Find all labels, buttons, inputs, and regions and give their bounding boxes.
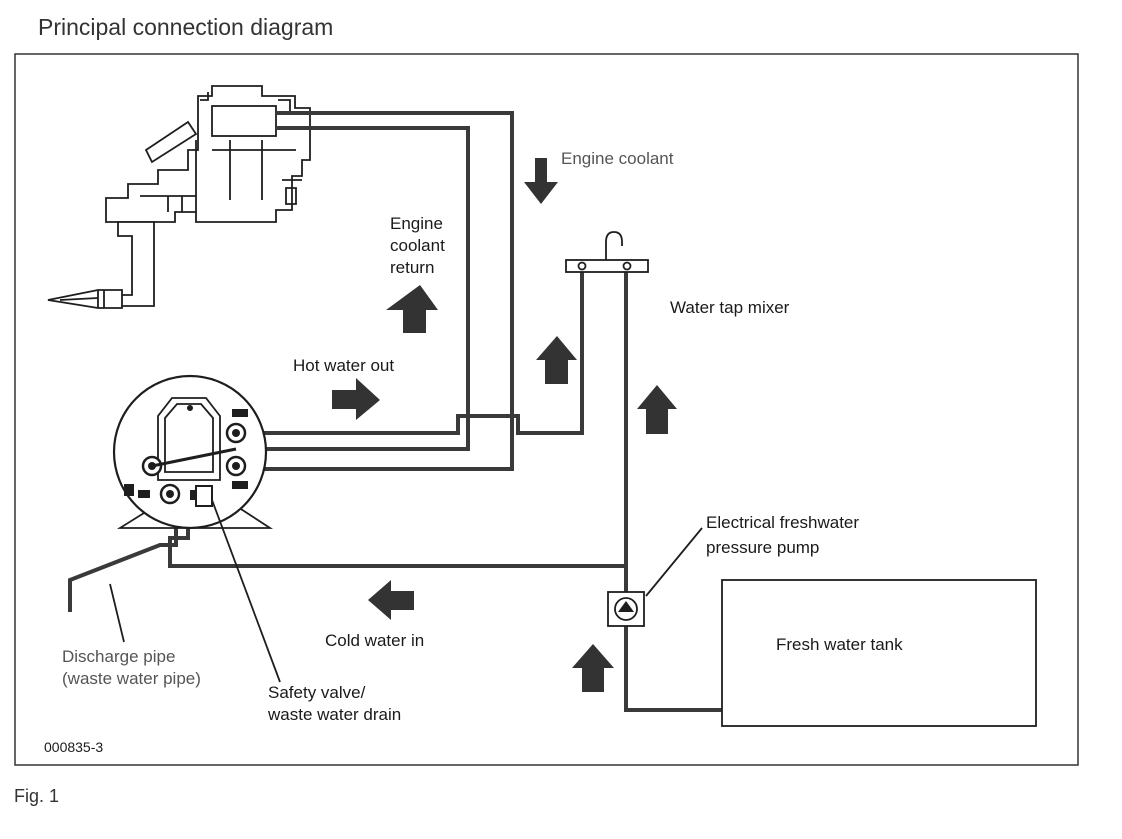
arrow-up-from-tank-icon xyxy=(572,644,614,692)
label-safety-valve-1: Safety valve/ xyxy=(268,683,366,702)
water-tap-mixer xyxy=(565,231,649,273)
fresh-water-tank xyxy=(721,579,1037,727)
freshwater-pressure-pump xyxy=(607,591,645,627)
label-cold-water-in: Cold water in xyxy=(325,631,424,650)
label-discharge-pipe-1: Discharge pipe xyxy=(62,647,175,666)
arrow-right-hot-water-icon xyxy=(332,378,380,420)
flow-arrows xyxy=(332,158,677,692)
arrow-up-cold-to-tap-icon xyxy=(637,385,677,434)
label-hot-water-out: Hot water out xyxy=(293,356,394,375)
figure-caption: Fig. 1 xyxy=(14,786,60,806)
label-electrical-pump-1: Electrical freshwater xyxy=(706,513,859,532)
leader-lines xyxy=(109,499,703,683)
label-safety-valve-2: waste water drain xyxy=(267,705,401,724)
pump-triangle-icon xyxy=(618,601,634,612)
arrow-up-to-tap-icon xyxy=(536,336,577,384)
arrow-left-cold-water-icon xyxy=(368,580,414,620)
diagram-frame xyxy=(14,53,1079,766)
label-discharge-pipe-2: (waste water pipe) xyxy=(62,669,201,688)
engine-illustration xyxy=(47,85,311,309)
label-engine-coolant-return-3: return xyxy=(390,258,434,277)
label-electrical-pump-2: pressure pump xyxy=(706,538,819,557)
label-water-tap-mixer: Water tap mixer xyxy=(670,298,790,317)
arrow-down-engine-coolant-icon xyxy=(524,158,558,204)
label-engine-coolant: Engine coolant xyxy=(561,149,674,168)
label-engine-coolant-return-2: coolant xyxy=(390,236,445,255)
water-heater xyxy=(112,374,274,530)
label-engine-coolant-return-1: Engine xyxy=(390,214,443,233)
arrow-up-coolant-return-icon xyxy=(386,285,438,333)
label-fresh-water-tank: Fresh water tank xyxy=(776,635,903,654)
figure-id: 000835-3 xyxy=(44,739,103,755)
page-title: Principal connection diagram xyxy=(38,14,334,40)
